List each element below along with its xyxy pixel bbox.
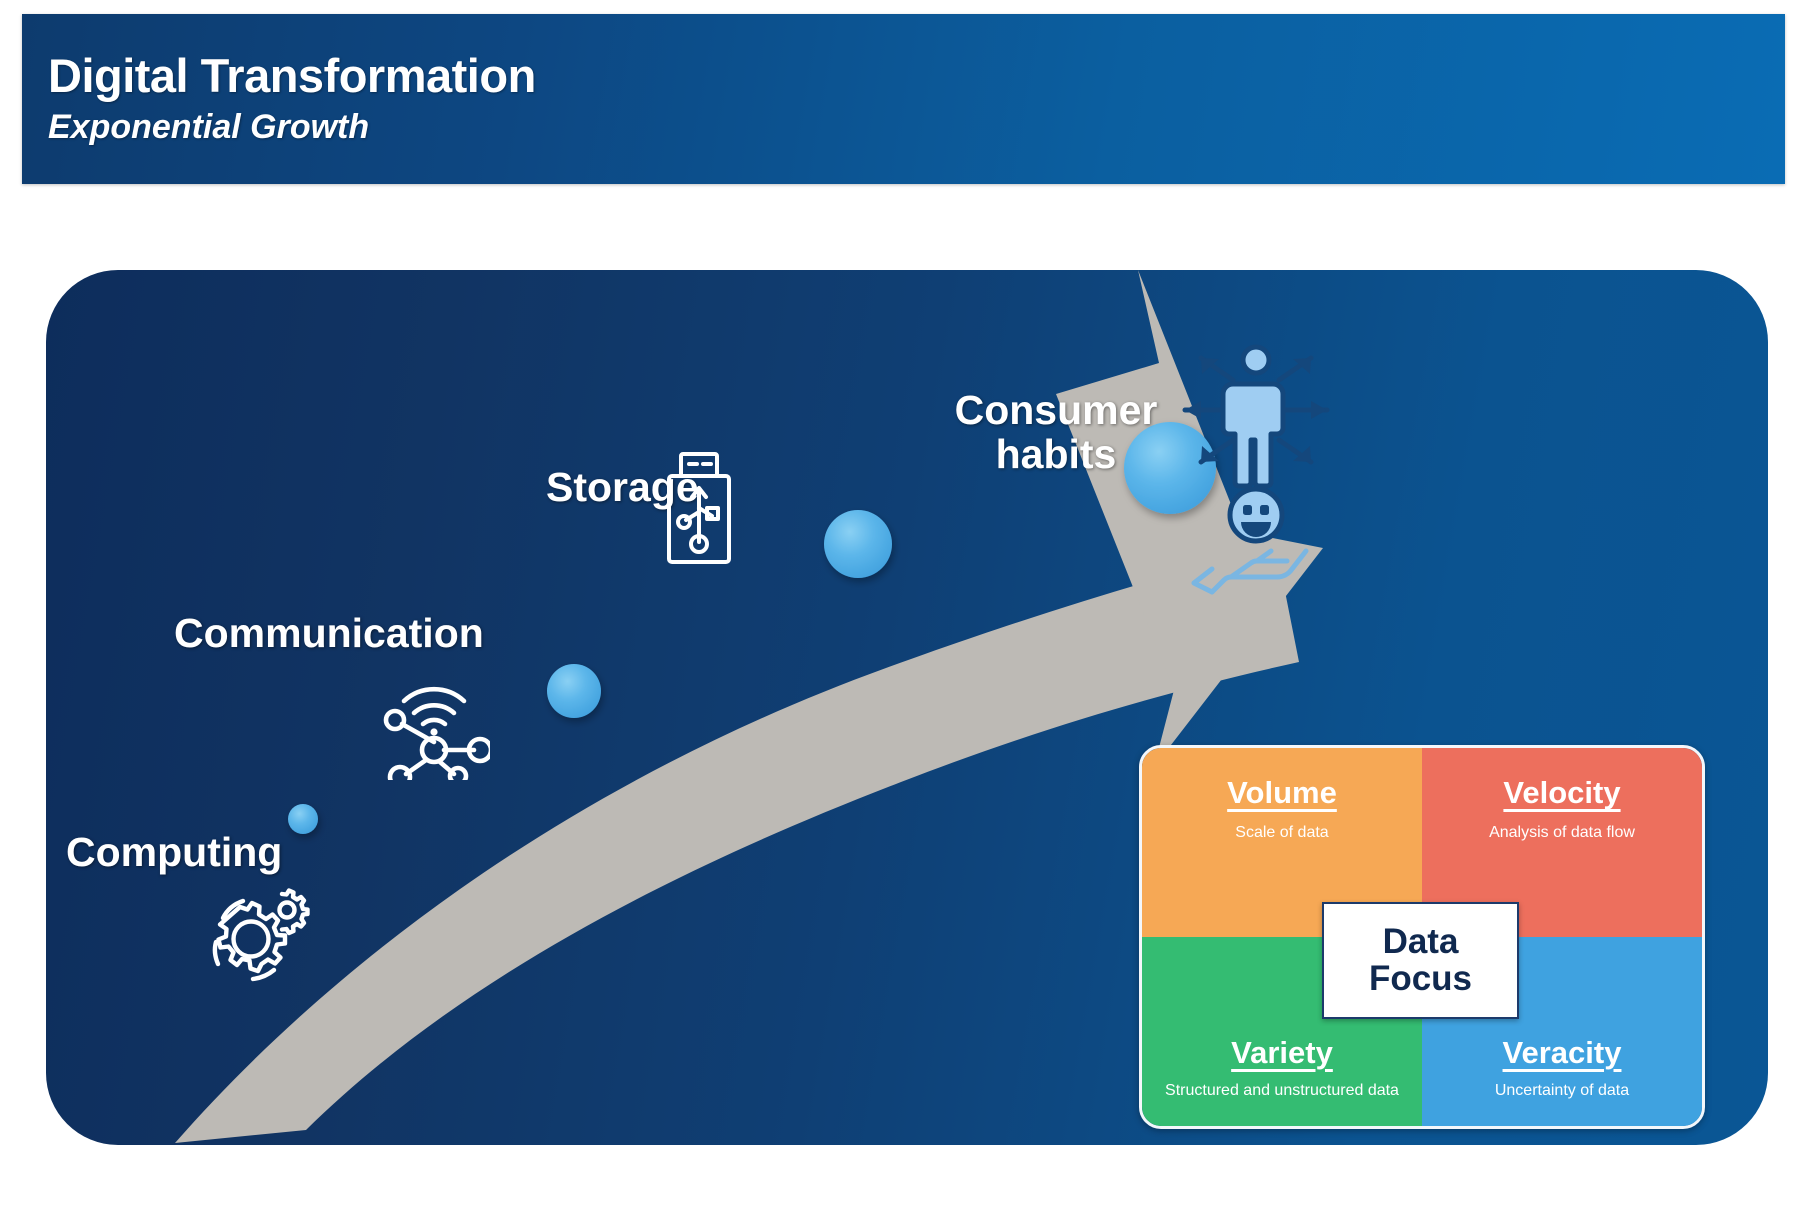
stage-label-communication: Communication bbox=[174, 610, 484, 656]
data-focus-center-card: Data Focus bbox=[1322, 902, 1519, 1019]
quadrant-subtitle: Analysis of data flow bbox=[1489, 824, 1635, 842]
stage-label-computing: Computing bbox=[66, 829, 283, 875]
consumer-habits-icon-group bbox=[1171, 340, 1341, 605]
quadrant-subtitle: Uncertainty of data bbox=[1494, 1082, 1630, 1099]
network-node-icon bbox=[378, 668, 494, 790]
smiley-face-icon bbox=[1227, 486, 1285, 544]
header-banner: Digital Transformation Exponential Growt… bbox=[22, 14, 1785, 184]
milestone-sphere bbox=[288, 804, 318, 834]
open-hand-icon bbox=[1191, 548, 1309, 595]
growth-arrow-graphic bbox=[175, 270, 1323, 1143]
exponential-arrow bbox=[175, 270, 1323, 1143]
usb-drive-icon bbox=[656, 450, 742, 573]
data-focus-line-2: Focus bbox=[1368, 958, 1473, 998]
quadrant-title: Volume bbox=[1227, 775, 1337, 810]
stage-label-consumer-habits: Consumer habits bbox=[941, 388, 1171, 477]
gears-icon bbox=[196, 878, 312, 993]
page-subtitle: Exponential Growth bbox=[48, 108, 370, 146]
consumer-habits-line-2: habits bbox=[995, 431, 1117, 478]
data-focus-line-1: Data bbox=[1382, 922, 1459, 962]
milestone-sphere bbox=[824, 510, 892, 578]
quadrant-subtitle: Structured and unstructured data bbox=[1165, 1082, 1399, 1099]
quadrant-veracity[interactable]: Veracity Uncertainty of data bbox=[1422, 937, 1702, 1126]
consumer-habits-line-1: Consumer bbox=[954, 387, 1158, 433]
milestone-sphere bbox=[547, 664, 601, 718]
quadrant-title: Velocity bbox=[1503, 775, 1621, 810]
quadrant-title: Variety bbox=[1231, 1034, 1333, 1070]
page-title: Digital Transformation bbox=[48, 49, 536, 102]
quadrant-subtitle: Scale of data bbox=[1235, 824, 1329, 842]
growth-diagram-panel: Computing Communication Storage Consumer… bbox=[46, 270, 1768, 1145]
milestone-sphere bbox=[1124, 422, 1216, 514]
stage-label-storage: Storage bbox=[546, 464, 699, 510]
person-arrows-icon bbox=[1182, 344, 1330, 489]
quadrant-title: Veracity bbox=[1502, 1034, 1622, 1070]
